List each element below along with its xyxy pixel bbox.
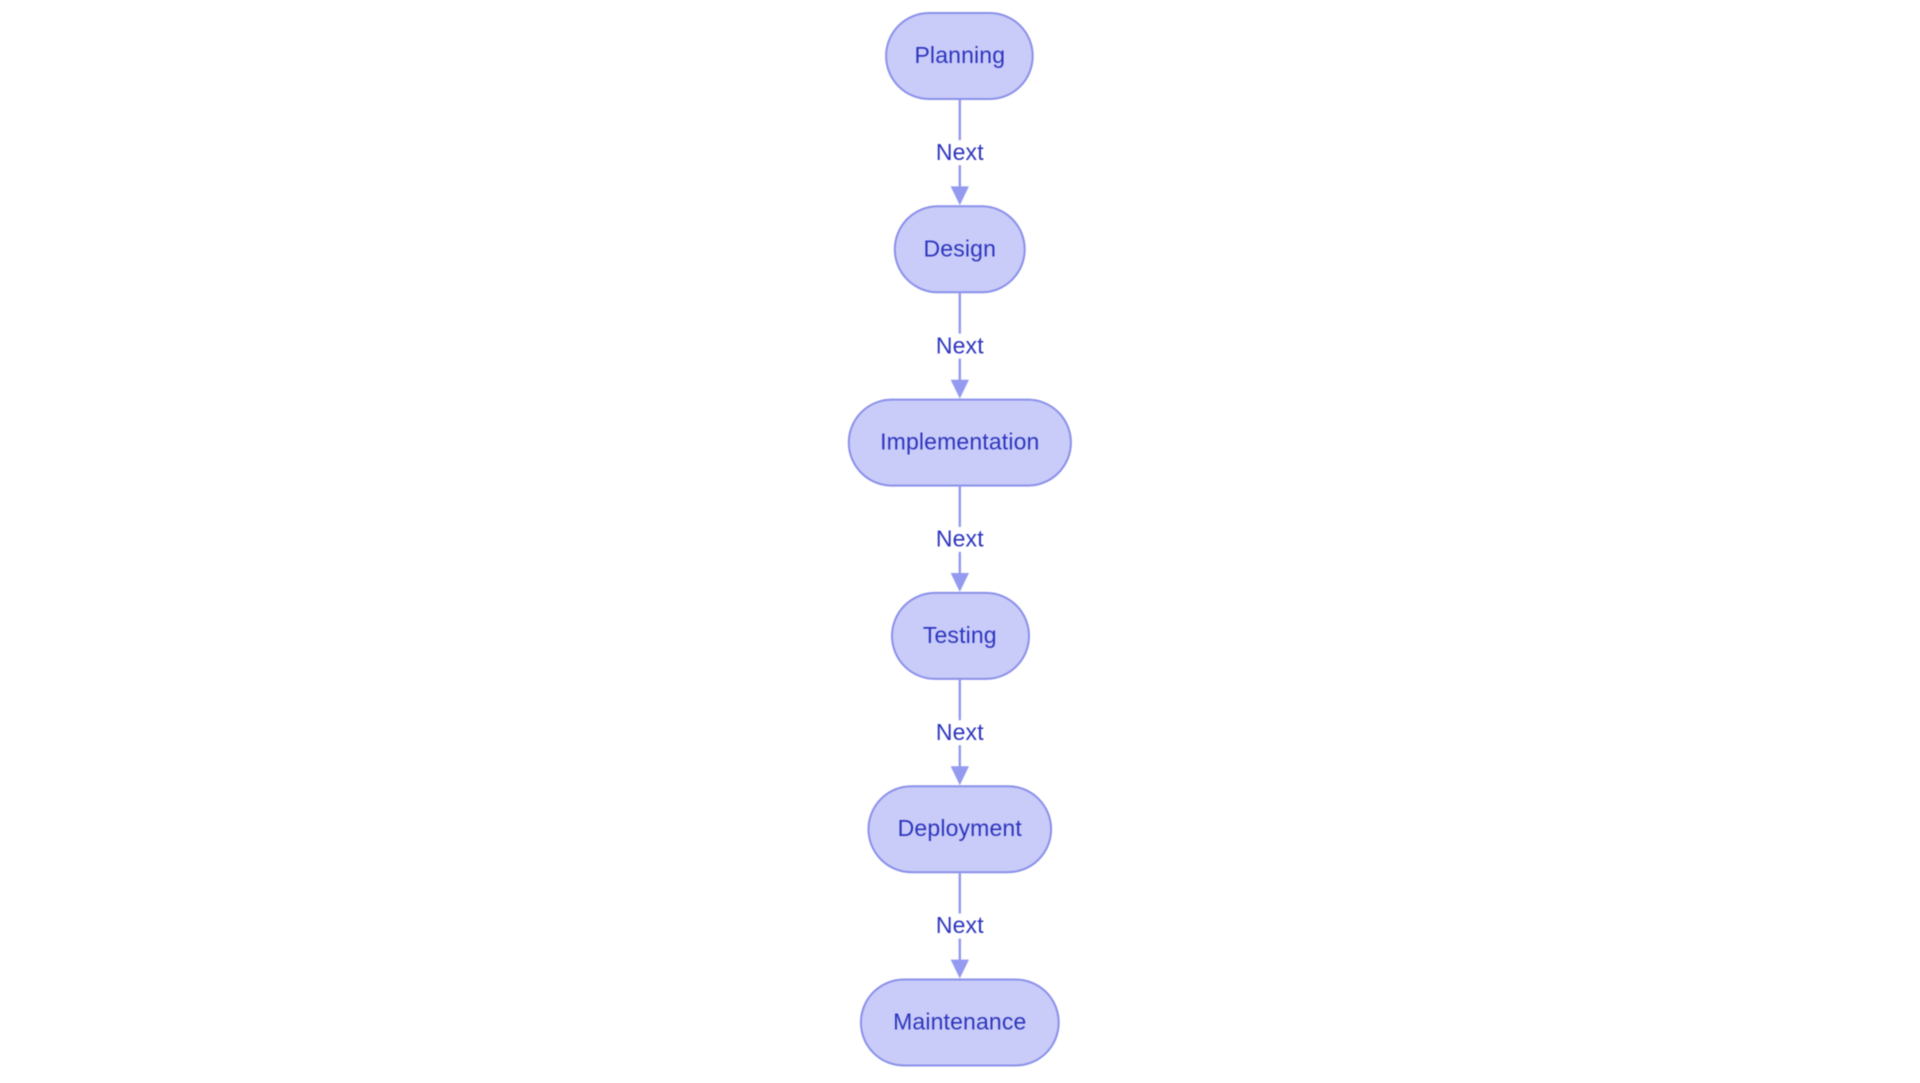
svg-text:Next: Next	[936, 139, 984, 165]
svg-text:Next: Next	[936, 526, 984, 552]
svg-text:Planning: Planning	[914, 42, 1005, 68]
svg-text:Design: Design	[924, 235, 997, 261]
svg-text:Next: Next	[936, 912, 984, 938]
svg-text:Deployment: Deployment	[898, 815, 1023, 841]
svg-text:Maintenance: Maintenance	[893, 1009, 1026, 1035]
svg-text:Testing: Testing	[923, 622, 997, 648]
svg-text:Implementation: Implementation	[880, 429, 1039, 455]
svg-text:Next: Next	[936, 719, 984, 745]
svg-text:Next: Next	[936, 332, 984, 358]
